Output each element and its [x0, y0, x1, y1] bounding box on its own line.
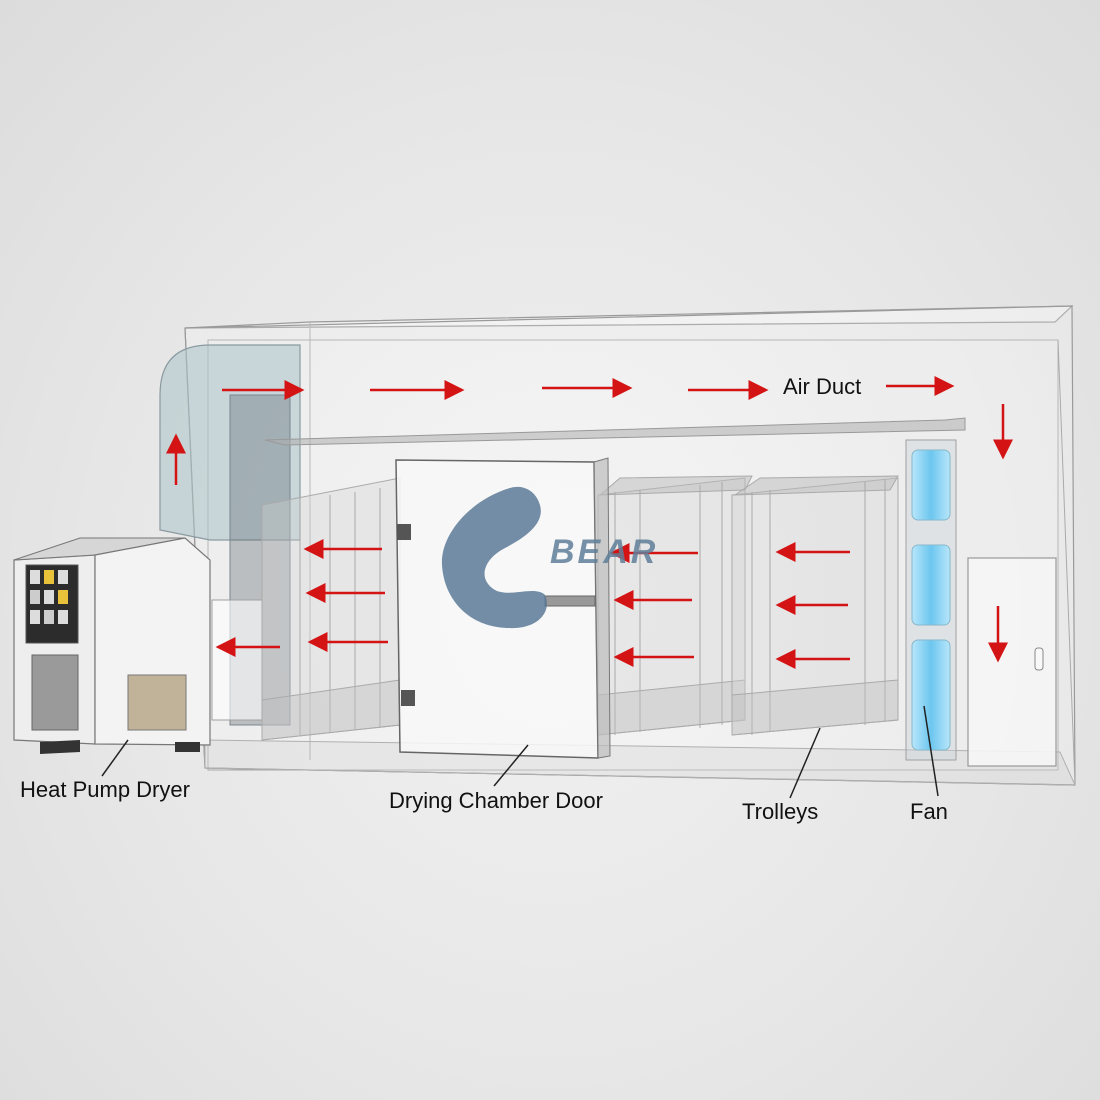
air-duct-label: Air Duct — [783, 374, 862, 399]
door-hinge-bottom — [401, 690, 415, 706]
trolleys — [261, 475, 899, 741]
leader-fan — [923, 705, 939, 797]
leader-lines — [101, 705, 939, 799]
trolley-left — [261, 477, 401, 741]
heat-pump-dryer — [13, 537, 211, 754]
side-vent-mesh — [127, 674, 187, 731]
control-cabinet — [967, 557, 1057, 767]
air-duct — [159, 344, 301, 726]
leader-door — [493, 744, 529, 787]
fan-unit-1 — [911, 449, 951, 521]
fan-unit-2 — [911, 544, 951, 626]
leader-trolleys — [789, 727, 821, 799]
duct-grille — [211, 599, 263, 721]
trolley-middle — [597, 475, 753, 736]
airflow-arrows — [166, 376, 1013, 669]
trolleys-label: Trolleys — [742, 799, 819, 824]
fan-column — [905, 439, 957, 761]
drying-chamber-door-label: Drying Chamber Door — [389, 788, 603, 813]
heat-pump-dryer-label: Heat Pump Dryer — [20, 777, 190, 802]
unit-base — [40, 740, 80, 754]
door-handle — [544, 595, 596, 607]
door-hinge-top — [397, 524, 411, 540]
lower-vent-mesh — [31, 654, 79, 731]
bear-logo-text: BEAR — [550, 533, 659, 571]
leader-heat-pump — [101, 739, 129, 777]
top-shelf — [264, 417, 966, 446]
fan-unit-3 — [911, 639, 951, 751]
bear-logo-icon — [441, 486, 547, 629]
trolley-right — [731, 475, 899, 736]
fan-label: Fan — [910, 799, 948, 824]
